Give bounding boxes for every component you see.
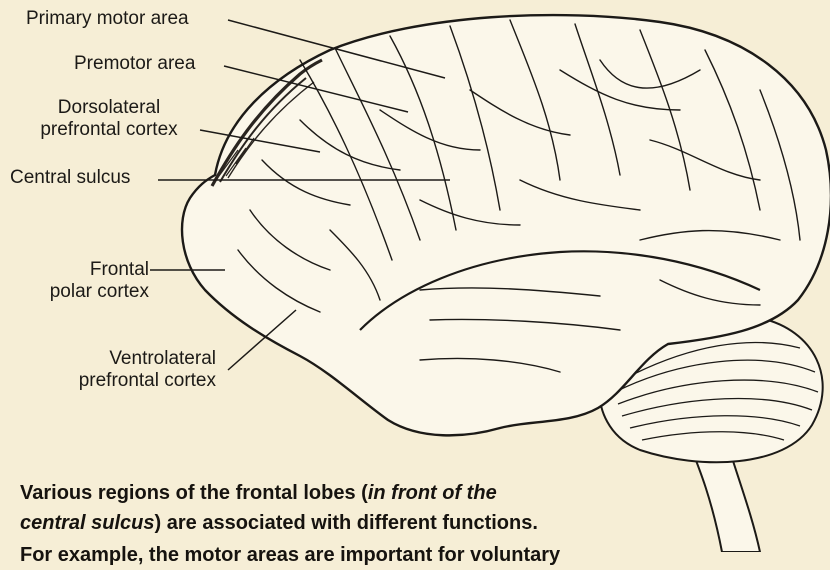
caption-line3-text: For example, the motor areas are importa…	[20, 544, 560, 566]
caption-line1-prefix: Various regions of the frontal lobes (	[20, 482, 368, 504]
label-ventrolateral-line1: Ventrolateral	[36, 348, 216, 370]
label-dorsolateral-line2: prefrontal cortex	[24, 119, 194, 141]
label-central-sulcus-text: Central sulcus	[10, 167, 130, 189]
caption-line-2: central sulcus) are associated with diff…	[20, 508, 810, 538]
label-dorsolateral-line1: Dorsolateral	[24, 97, 194, 119]
label-primary-motor-area: Primary motor area	[26, 8, 189, 30]
label-ventrolateral-prefrontal-cortex: Ventrolateral prefrontal cortex	[36, 348, 216, 392]
caption-line2-suffix: ) are associated with different function…	[155, 512, 538, 534]
caption-line-3: For example, the motor areas are importa…	[20, 540, 810, 570]
label-premotor-text: Premotor area	[74, 53, 195, 75]
label-premotor-area: Premotor area	[74, 53, 195, 75]
label-frontal-polar-line2: polar cortex	[28, 281, 149, 303]
label-primary-motor-text: Primary motor area	[26, 8, 189, 30]
caption-line1-italic: in front of the	[368, 482, 497, 504]
label-dorsolateral-prefrontal-cortex: Dorsolateral prefrontal cortex	[24, 97, 194, 141]
label-frontal-polar-line1: Frontal	[28, 259, 149, 281]
label-frontal-polar-cortex: Frontal polar cortex	[28, 259, 149, 303]
caption-line2-italic: central sulcus	[20, 512, 155, 534]
label-central-sulcus: Central sulcus	[10, 167, 130, 189]
caption-line-1: Various regions of the frontal lobes (in…	[20, 478, 810, 508]
label-ventrolateral-line2: prefrontal cortex	[36, 370, 216, 392]
figure-caption: Various regions of the frontal lobes (in…	[20, 478, 810, 568]
